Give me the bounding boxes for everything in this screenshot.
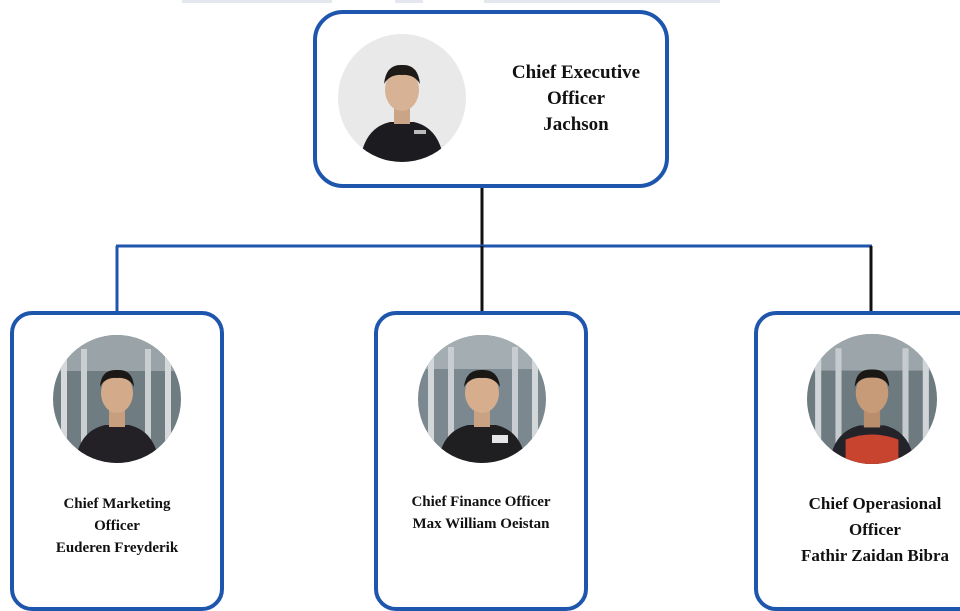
cmo-name: Euderen Freyderik — [55, 540, 179, 556]
cmo-title-line2: Officer — [94, 518, 140, 534]
cmo-title-line1: Chief Marketing — [63, 496, 171, 512]
coo-title-line2: Officer — [849, 520, 901, 539]
top-toolbar-strip — [182, 0, 332, 3]
cfo-avatar — [418, 335, 546, 463]
ceo-name: Jachson — [543, 114, 609, 135]
ceo-title-line2: Officer — [546, 88, 605, 109]
top-toolbar-strip — [484, 0, 720, 3]
cmo-card: Chief Marketing Officer Euderen Freyderi… — [10, 311, 224, 611]
coo-avatar — [807, 334, 937, 464]
coo-name: Fathir Zaidan Bibra — [801, 546, 949, 565]
ceo-title-line1: Chief Executive — [511, 62, 641, 83]
cmo-label: Chief Marketing Officer Euderen Freyderi… — [14, 493, 220, 559]
cmo-avatar — [53, 335, 181, 463]
ceo-card: Chief Executive Officer Jachson — [313, 10, 669, 188]
coo-card: Chief Operasional Officer Fathir Zaidan … — [754, 311, 960, 611]
coo-title-line1: Chief Operasional — [808, 494, 942, 513]
ceo-label: Chief Executive Officer Jachson — [487, 60, 665, 138]
cfo-label: Chief Finance Officer Max William Oeista… — [378, 491, 584, 535]
ceo-avatar — [338, 34, 466, 162]
cfo-title-line1: Chief Finance Officer — [411, 494, 551, 510]
cfo-card: Chief Finance Officer Max William Oeista… — [374, 311, 588, 611]
cfo-name: Max William Oeistan — [412, 516, 550, 532]
top-toolbar-strip — [395, 0, 423, 3]
coo-label: Chief Operasional Officer Fathir Zaidan … — [758, 491, 960, 569]
